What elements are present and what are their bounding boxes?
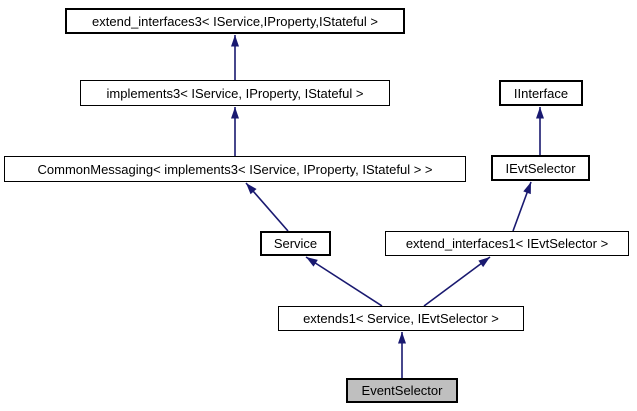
node-extend-interfaces3[interactable]: extend_interfaces3< IService,IProperty,I… <box>65 8 405 34</box>
node-label: extend_interfaces3< IService,IProperty,I… <box>92 13 378 29</box>
edge-extend-interfaces1-to-ievtselector <box>512 181 532 232</box>
node-label: extends1< Service, IEvtSelector > <box>303 311 499 326</box>
node-label: IEvtSelector <box>505 160 576 176</box>
edge-extends1-to-extend-interfaces1 <box>423 256 491 307</box>
node-label: EventSelector <box>361 383 443 398</box>
node-extend-interfaces1[interactable]: extend_interfaces1< IEvtSelector > <box>385 231 629 256</box>
node-implements3[interactable]: implements3< IService, IProperty, IState… <box>80 80 390 106</box>
edge-service-to-commonmessaging <box>245 182 289 232</box>
node-label: extend_interfaces1< IEvtSelector > <box>405 236 609 251</box>
node-service[interactable]: Service <box>260 231 331 256</box>
node-ievtselector[interactable]: IEvtSelector <box>491 155 590 181</box>
node-iinterface[interactable]: IInterface <box>499 80 583 106</box>
node-extends1[interactable]: extends1< Service, IEvtSelector > <box>278 306 524 331</box>
node-eventselector-current: EventSelector <box>346 378 458 403</box>
node-common-messaging[interactable]: CommonMessaging< implements3< IService, … <box>4 156 466 182</box>
node-label: IInterface <box>513 85 569 101</box>
node-label: implements3< IService, IProperty, IState… <box>106 85 364 101</box>
node-label: CommonMessaging< implements3< IService, … <box>37 161 433 177</box>
node-label: Service <box>273 236 318 251</box>
edge-extends1-to-service <box>305 256 383 307</box>
